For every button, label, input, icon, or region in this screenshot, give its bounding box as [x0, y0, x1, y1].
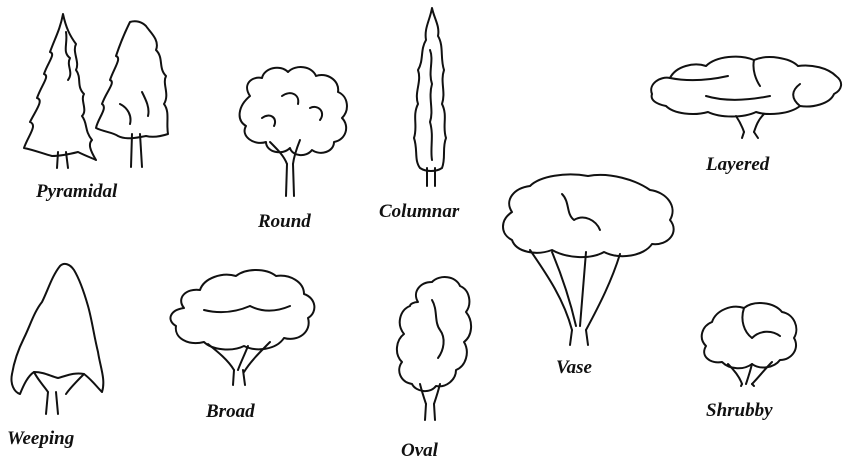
oval-tree-icon — [397, 277, 471, 420]
pyramidal-tree-icon — [24, 14, 168, 168]
columnar-tree-icon — [414, 8, 446, 186]
shrubby-tree-icon — [702, 303, 797, 386]
weeping-tree-icon — [11, 264, 103, 414]
broad-tree-icon — [170, 270, 314, 385]
layered-tree-icon — [651, 57, 841, 138]
vase-label: Vase — [556, 358, 592, 377]
pyramidal-label: Pyramidal — [36, 182, 117, 201]
shrubby-label: Shrubby — [706, 401, 773, 420]
weeping-label: Weeping — [7, 429, 74, 448]
broad-label: Broad — [206, 402, 255, 421]
layered-label: Layered — [706, 155, 769, 174]
round-tree-icon — [240, 67, 347, 196]
vase-tree-icon — [503, 174, 674, 345]
round-label: Round — [258, 212, 311, 231]
columnar-label: Columnar — [379, 202, 459, 221]
oval-label: Oval — [401, 441, 438, 460]
